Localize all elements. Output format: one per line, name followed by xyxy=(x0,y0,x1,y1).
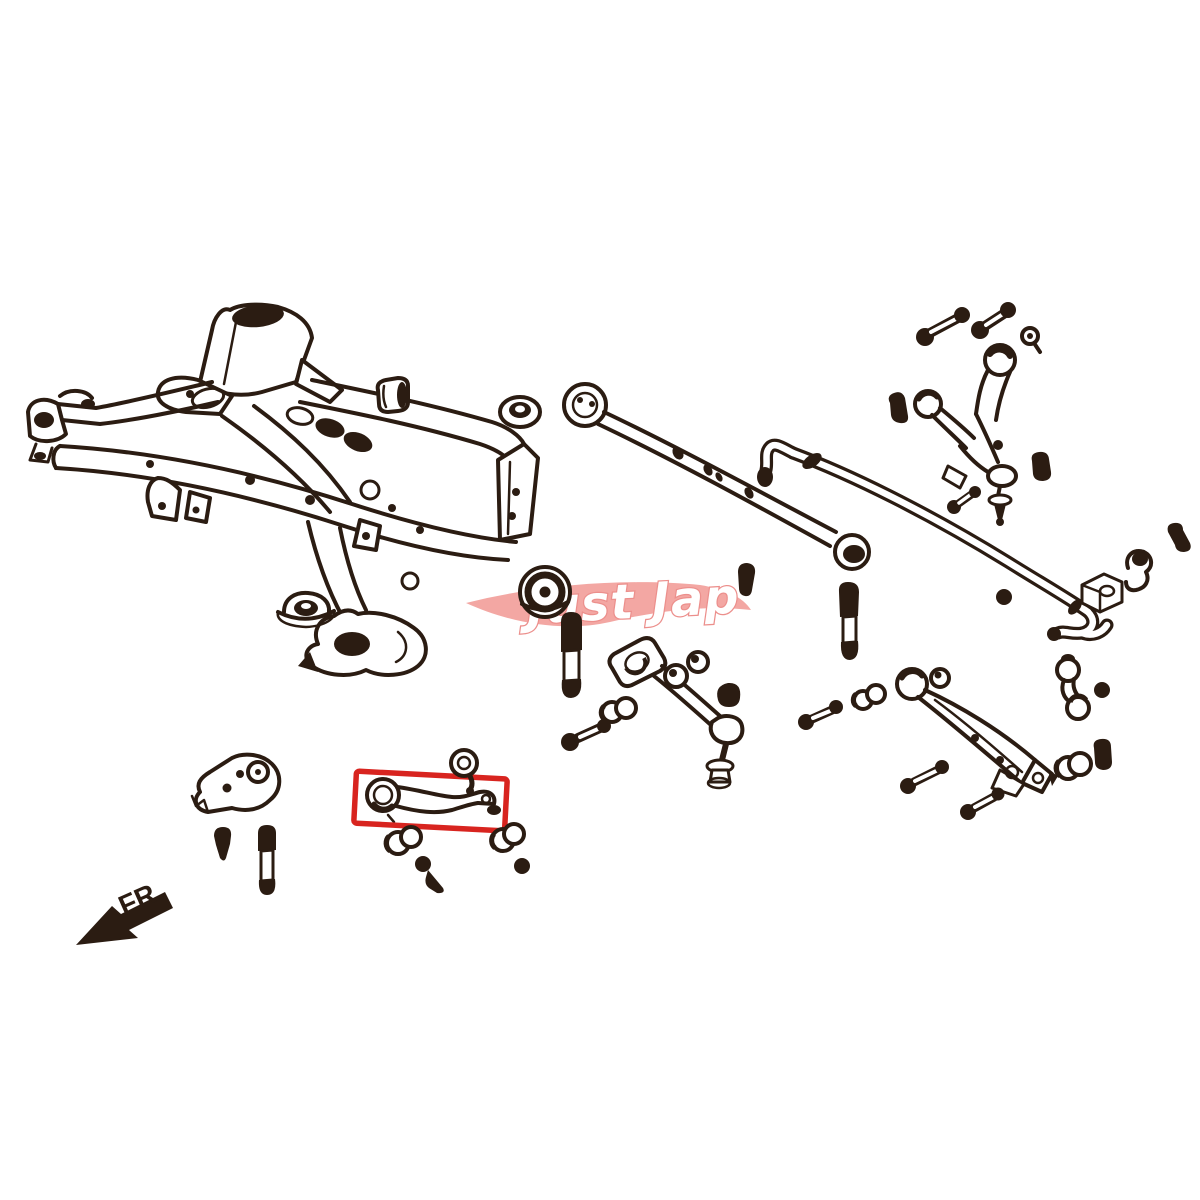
bolt-lower-arm-mid xyxy=(960,787,1005,820)
toe-link-washers xyxy=(598,650,710,724)
bolt-toe-link-right xyxy=(798,700,843,730)
bushing-barrel-small xyxy=(375,376,410,414)
washer-pear-right xyxy=(1031,451,1052,481)
washer-pear-left xyxy=(888,392,909,424)
bolt-toe-link-left xyxy=(561,719,611,751)
lower-arm-washers xyxy=(850,667,951,711)
bolt-short-bracket xyxy=(214,827,232,861)
bolt-long-center xyxy=(561,612,582,698)
watermark: Just Jap xyxy=(466,567,751,637)
camber-arm xyxy=(365,777,501,824)
bolt-stub-center xyxy=(738,563,756,597)
highlight-box xyxy=(351,768,510,834)
toe-link xyxy=(607,636,745,790)
bolt-lower-arm-left xyxy=(900,760,949,794)
bolt-small-below-upper-arm xyxy=(947,486,981,514)
washer-dot-camber xyxy=(514,858,530,874)
fr-direction-arrow: FR. xyxy=(76,875,173,945)
camber-arm-bushings-bottom xyxy=(383,822,526,856)
stabilizer-bushing-bracket xyxy=(1080,549,1153,614)
clip-small xyxy=(1020,326,1042,354)
bracket-plate xyxy=(190,752,282,814)
upper-control-arm xyxy=(913,343,1018,526)
lateral-link xyxy=(562,382,871,571)
bolt-upper-arm-left xyxy=(916,307,970,346)
bushing-hat-mount xyxy=(276,590,336,629)
washer-dot xyxy=(996,589,1012,605)
lower-arm-bushings-right xyxy=(1053,738,1112,781)
camber-arm-bushing-top xyxy=(449,748,479,795)
bolt-upper-arm-right xyxy=(971,302,1016,339)
grommet-concentric xyxy=(518,565,572,619)
stabilizer-end-link xyxy=(1055,654,1110,721)
bolt-long-bracket xyxy=(258,825,276,895)
stabilizer-bar xyxy=(757,438,1114,642)
bushing-mount-donut xyxy=(498,395,542,429)
bolt-long-right-center xyxy=(838,582,859,660)
bolt-camber-arm xyxy=(415,856,444,894)
rear-subframe xyxy=(26,302,540,677)
bolt-small-right-edge xyxy=(1167,522,1191,552)
